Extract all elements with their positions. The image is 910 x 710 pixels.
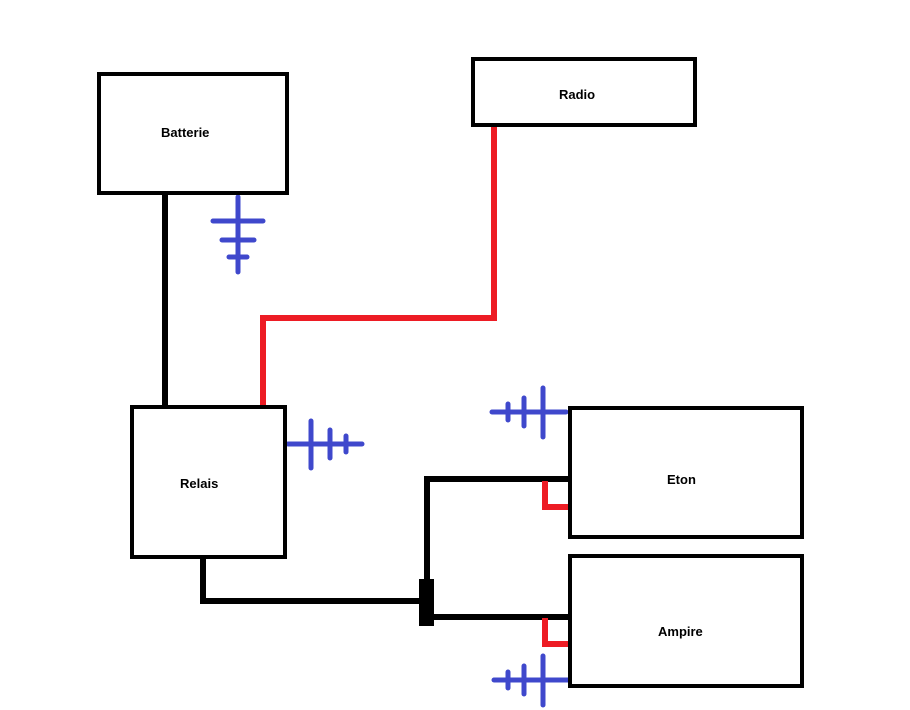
- black-wires: [162, 190, 571, 620]
- ground-symbols: [210, 194, 571, 708]
- ground-symbol-icon: [489, 385, 569, 440]
- battery-label: Batterie: [161, 125, 210, 140]
- relay-box: Relais: [130, 405, 287, 559]
- ampire-label: Ampire: [658, 624, 703, 639]
- radio-label: Radio: [559, 87, 596, 102]
- eton-box: Eton: [568, 406, 804, 539]
- wire-junction-eton: [424, 476, 571, 606]
- wire-relay-junction: [200, 554, 428, 604]
- ground-symbol-icon: [491, 653, 571, 708]
- radio-box: Radio: [471, 57, 697, 127]
- wire-junction-block: [419, 579, 434, 626]
- wire-ampire-remote: [542, 618, 571, 647]
- ground-symbol-icon: [210, 194, 266, 275]
- wire-radio-relay: [260, 122, 497, 410]
- red-wires: [260, 122, 571, 647]
- battery-box: Batterie: [97, 72, 289, 195]
- ampire-box: Ampire: [568, 554, 804, 688]
- wire-eton-remote: [542, 481, 571, 510]
- eton-label: Eton: [667, 472, 696, 487]
- relay-label: Relais: [180, 476, 219, 491]
- ground-symbol-icon: [285, 418, 365, 471]
